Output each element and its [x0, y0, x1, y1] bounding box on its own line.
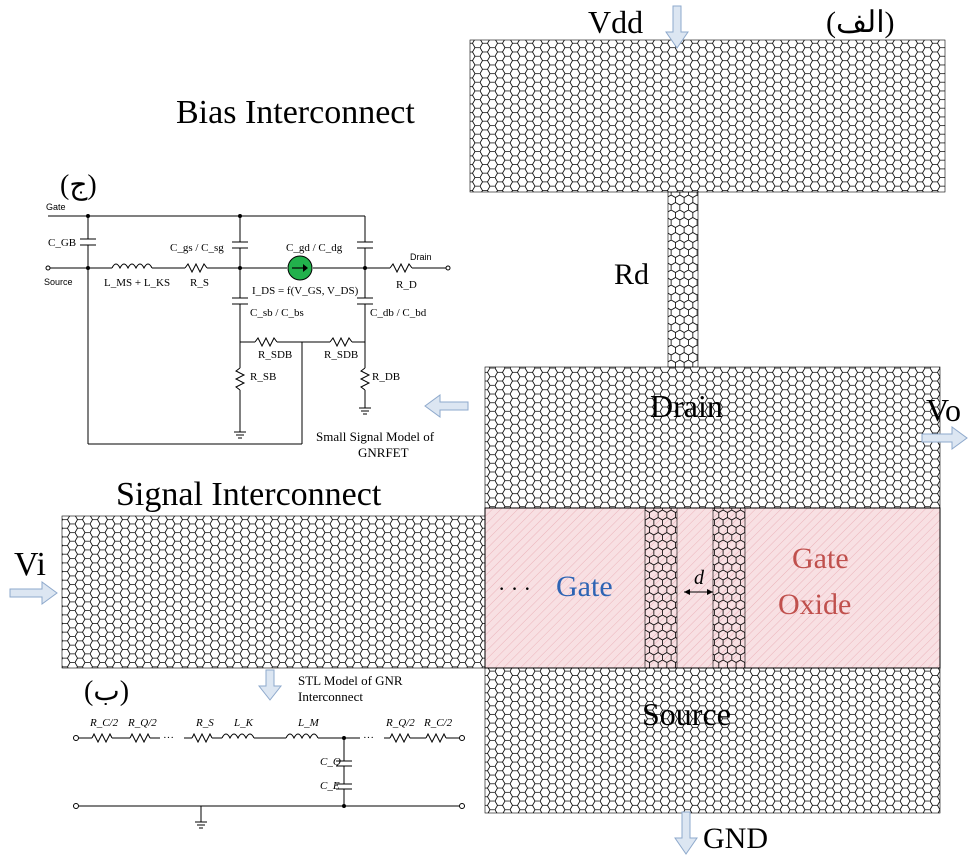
- stl-dots-label-b: ···: [363, 732, 374, 744]
- source-sheet: [484, 667, 941, 814]
- ss-ids-label: I_DS = f(V_GS, V_DS): [252, 285, 359, 297]
- ss-lms-lks-label: L_MS + L_KS: [104, 277, 171, 289]
- stl-lk-label: L_K: [234, 717, 253, 729]
- stl-caption-1: STL Model of GNR: [298, 673, 403, 688]
- stl-circuit: [73, 732, 465, 829]
- gate-label: Gate: [556, 570, 613, 603]
- panel-b-label: (ب): [84, 676, 130, 707]
- ss-csb-label: C_sb / C_bs: [250, 307, 304, 319]
- ss-rd-label: R_D: [396, 279, 417, 291]
- channel-ribbon-1: [644, 507, 678, 669]
- ss-cgs-label: C_gs / C_sg: [170, 242, 224, 254]
- gate-oxide-region: [484, 507, 941, 669]
- ss-cgd-label: C_gd / C_dg: [286, 242, 343, 254]
- small-signal-caption-1: Small Signal Model of: [316, 429, 435, 444]
- stl-rc2-label-a: R_C/2: [90, 717, 119, 729]
- d-label: d: [694, 567, 704, 589]
- drain-sheet: [484, 366, 941, 509]
- current-source-icon: [287, 255, 313, 281]
- stl-caption-2: Interconnect: [298, 689, 363, 704]
- panel-c-label: (ج): [60, 170, 97, 201]
- stl-rq2-label-a: R_Q/2: [128, 717, 157, 729]
- channel-ribbon-2: [712, 507, 746, 669]
- vi-arrow-icon: [9, 581, 58, 605]
- stl-arrow-icon: [257, 669, 283, 701]
- rd-label: Rd: [614, 258, 650, 291]
- ss-cgb-label: C_GB: [48, 237, 77, 249]
- signal-interconnect-label: Signal Interconnect: [116, 476, 382, 513]
- ss-rs-label: R_S: [190, 277, 209, 289]
- stl-cq-label: C_Q: [320, 756, 341, 768]
- gate-oxide-label-1: Gate: [792, 542, 849, 575]
- ss-rsb-label: R_SB: [250, 371, 277, 383]
- bias-interconnect-label: Bias Interconnect: [176, 94, 415, 131]
- d-arrow-icon: [684, 589, 713, 595]
- stl-dots-label-a: ···: [163, 732, 174, 744]
- stl-lm-label: L_M: [298, 717, 319, 729]
- vi-label: Vi: [14, 546, 46, 583]
- stl-rc2-label-b: R_C/2: [424, 717, 453, 729]
- source-label: Source: [642, 696, 731, 732]
- gnd-arrow-icon: [674, 811, 698, 855]
- gate-oxide-label-2: Oxide: [778, 588, 852, 621]
- vdd-arrow-icon: [665, 5, 689, 49]
- stl-rs-label: R_S: [196, 717, 214, 729]
- drain-label: Drain: [650, 388, 723, 424]
- stl-ce-label: C_E: [320, 780, 340, 792]
- panel-a-label: (الف): [826, 6, 895, 39]
- vo-arrow-icon: [921, 426, 968, 450]
- small-signal-circuit: [45, 214, 451, 445]
- signal-interconnect-sheet: [61, 515, 491, 669]
- small-signal-caption-2: GNRFET: [358, 445, 409, 460]
- ss-cdb-label: C_db / C_bd: [370, 307, 427, 319]
- stl-rq2-label-b: R_Q/2: [386, 717, 415, 729]
- ss-source-label: Source: [44, 277, 73, 287]
- ss-rsdb-label-1: R_SDB: [258, 349, 293, 361]
- ss-drain-label: Drain: [410, 252, 432, 262]
- ss-rsdb-label-2: R_SDB: [324, 349, 359, 361]
- small-signal-arrow-icon: [424, 394, 469, 418]
- gnd-label: GND: [703, 822, 768, 855]
- vdd-label: Vdd: [588, 4, 644, 40]
- bias-interconnect-sheet: [469, 39, 946, 193]
- ellipsis-label: · · ·: [498, 576, 531, 601]
- vo-label: Vo: [926, 392, 961, 428]
- ss-gate-label: Gate: [46, 202, 66, 212]
- rd-ribbon: [667, 191, 699, 368]
- ss-rdb-label: R_DB: [372, 371, 401, 383]
